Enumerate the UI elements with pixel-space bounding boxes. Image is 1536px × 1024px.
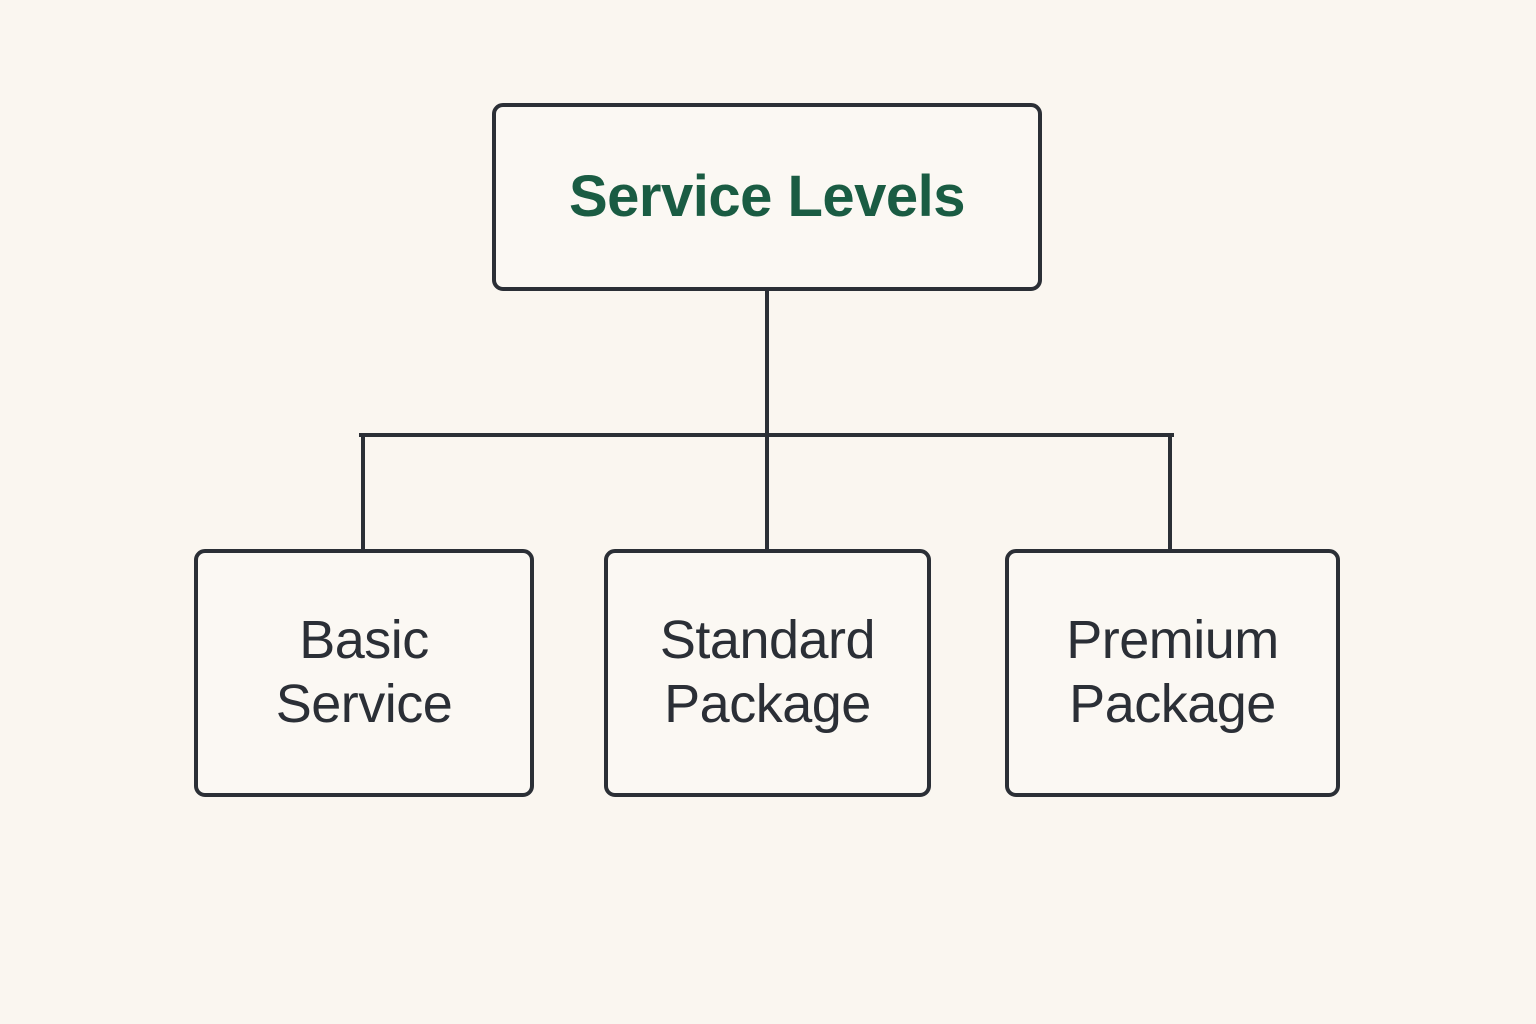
node-premium-package[interactable]: Premium Package [1005, 549, 1340, 797]
node-basic-service[interactable]: Basic Service [194, 549, 534, 797]
node-root[interactable]: Service Levels [492, 103, 1042, 291]
node-basic-service-label: Basic Service [275, 610, 453, 734]
node-premium-package-label: Premium Package [1066, 610, 1279, 734]
node-root-label: Service Levels [568, 163, 966, 229]
node-standard-package-label: Standard Package [659, 610, 876, 734]
node-standard-package[interactable]: Standard Package [604, 549, 931, 797]
